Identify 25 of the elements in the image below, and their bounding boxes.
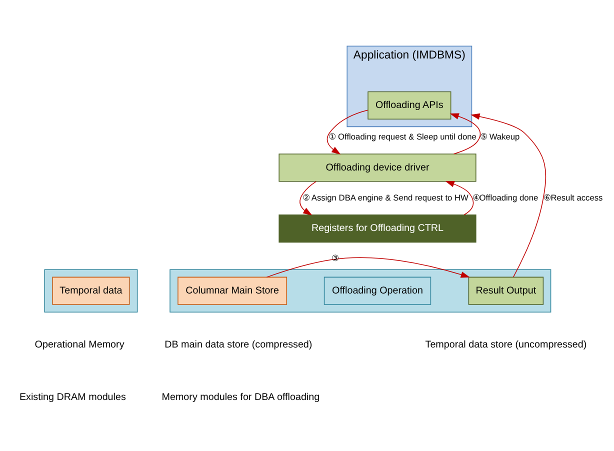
arrow — [445, 181, 474, 216]
edge-label: ⑤ Wakeup — [480, 131, 520, 142]
edge-label: ② Assign DBA engine & Send request to HW — [302, 192, 468, 202]
node-box: Columnar Main Store — [178, 276, 288, 305]
arrow — [266, 257, 470, 278]
node-box: Registers for Offloading CTRL — [278, 214, 476, 243]
node-box: Temporal data — [52, 276, 130, 305]
label: DB main data store (compressed) — [164, 339, 312, 350]
arrow — [450, 113, 481, 154]
edge-label: ④Offloading done — [472, 192, 538, 202]
edge-label: ⑥Result access — [544, 192, 603, 202]
node-box: Offloading Operation — [324, 276, 432, 305]
node-box: Offloading APIs — [368, 91, 452, 120]
arrow — [326, 110, 368, 155]
cluster — [170, 269, 552, 313]
node-box: Result Output — [468, 276, 544, 305]
edge-label: ① Offloading request & Sleep until done — [328, 131, 476, 142]
label: Temporal data store (uncompressed) — [425, 339, 587, 350]
label: Operational Memory — [34, 339, 124, 350]
label: Memory modules for DBA offloading — [162, 392, 320, 403]
node-box: Offloading device driver — [278, 154, 476, 182]
arrow — [470, 113, 546, 278]
arrow — [300, 181, 316, 216]
label: Existing DRAM modules — [19, 392, 126, 403]
cluster — [44, 269, 138, 313]
